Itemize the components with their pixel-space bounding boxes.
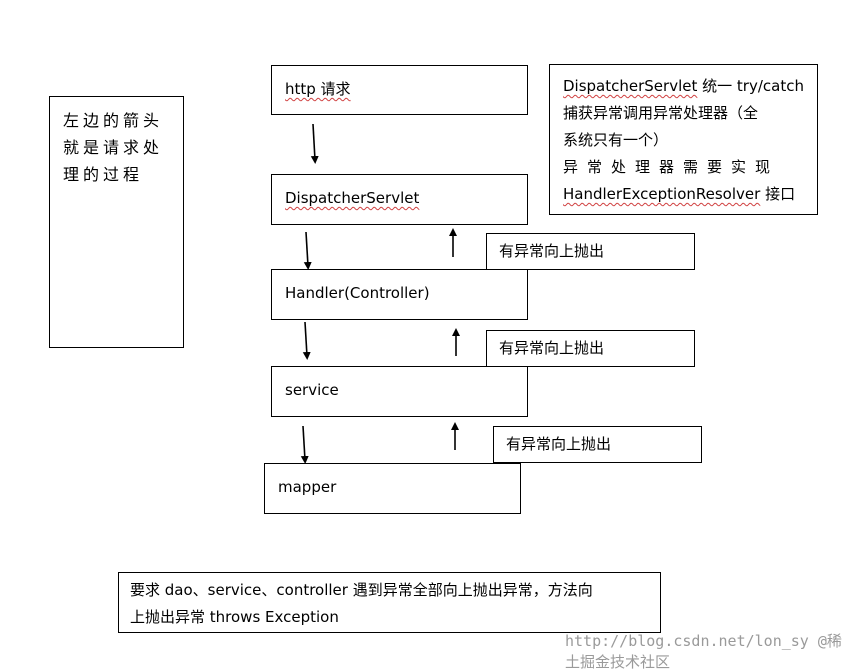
info-note-line-5-rest: 接口 xyxy=(760,185,796,203)
bottom-note-line-1: 要求 dao、service、controller 遇到异常全部向上抛出异常，方… xyxy=(130,581,593,599)
mapper-label: mapper xyxy=(278,478,337,496)
info-note-line-4: 异常处理器需要实现 xyxy=(563,158,780,176)
http-request-label: http 请求 xyxy=(285,80,351,98)
info-note-line-1: DispatcherServlet 统一 try/catch xyxy=(563,73,807,100)
bottom-note: 要求 dao、service、controller 遇到异常全部向上抛出异常，方… xyxy=(118,572,661,633)
down-arrow-dispatcher-to-handler xyxy=(303,231,312,270)
exception-label-3: 有异常向上抛出 xyxy=(493,426,702,463)
mapper-box: mapper xyxy=(264,463,521,514)
exception-label-text-3: 有异常向上抛出 xyxy=(506,435,612,453)
handler-controller-label: Handler(Controller) xyxy=(285,284,430,302)
side-note-line-2: 就是请求处 xyxy=(63,138,164,157)
info-note-line-1-rest: 统一 try/catch xyxy=(697,77,804,95)
dispatcher-servlet-box: DispatcherServlet xyxy=(271,174,528,225)
down-arrow-handler-to-service xyxy=(302,321,311,360)
http-request-box: http 请求 xyxy=(271,65,528,115)
down-arrow-http-to-dispatcher xyxy=(310,123,319,164)
info-note-line-5: HandlerExceptionResolver 接口 xyxy=(563,181,807,208)
side-note-line-3: 理的过程 xyxy=(63,165,144,184)
handler-controller-box: Handler(Controller) xyxy=(271,269,528,320)
info-note-line-3: 系统只有一个） xyxy=(563,131,669,149)
dispatcher-servlet-label: DispatcherServlet xyxy=(285,189,420,207)
exception-label-2: 有异常向上抛出 xyxy=(486,330,695,367)
service-box: service xyxy=(271,366,528,417)
down-arrow-service-to-mapper xyxy=(300,425,309,464)
side-note: 左边的箭头 就是请求处 理的过程 xyxy=(49,96,184,348)
watermark: http://blog.csdn.net/lon_sy @稀土掘金技术社区 xyxy=(565,632,842,671)
exception-label-1: 有异常向上抛出 xyxy=(486,233,695,270)
info-note-line-5-class: HandlerExceptionResolver xyxy=(563,185,761,203)
exception-label-text-1: 有异常向上抛出 xyxy=(499,242,605,260)
bottom-note-line-2: 上抛出异常 throws Exception xyxy=(130,608,339,626)
exception-label-text-2: 有异常向上抛出 xyxy=(499,339,605,357)
side-note-line-1: 左边的箭头 xyxy=(63,111,164,130)
info-note: DispatcherServlet 统一 try/catch 捕获异常调用异常处… xyxy=(549,64,818,215)
service-label: service xyxy=(285,381,339,399)
info-note-line-1-class: DispatcherServlet xyxy=(563,77,698,95)
info-note-line-2: 捕获异常调用异常处理器（全 xyxy=(563,104,759,122)
